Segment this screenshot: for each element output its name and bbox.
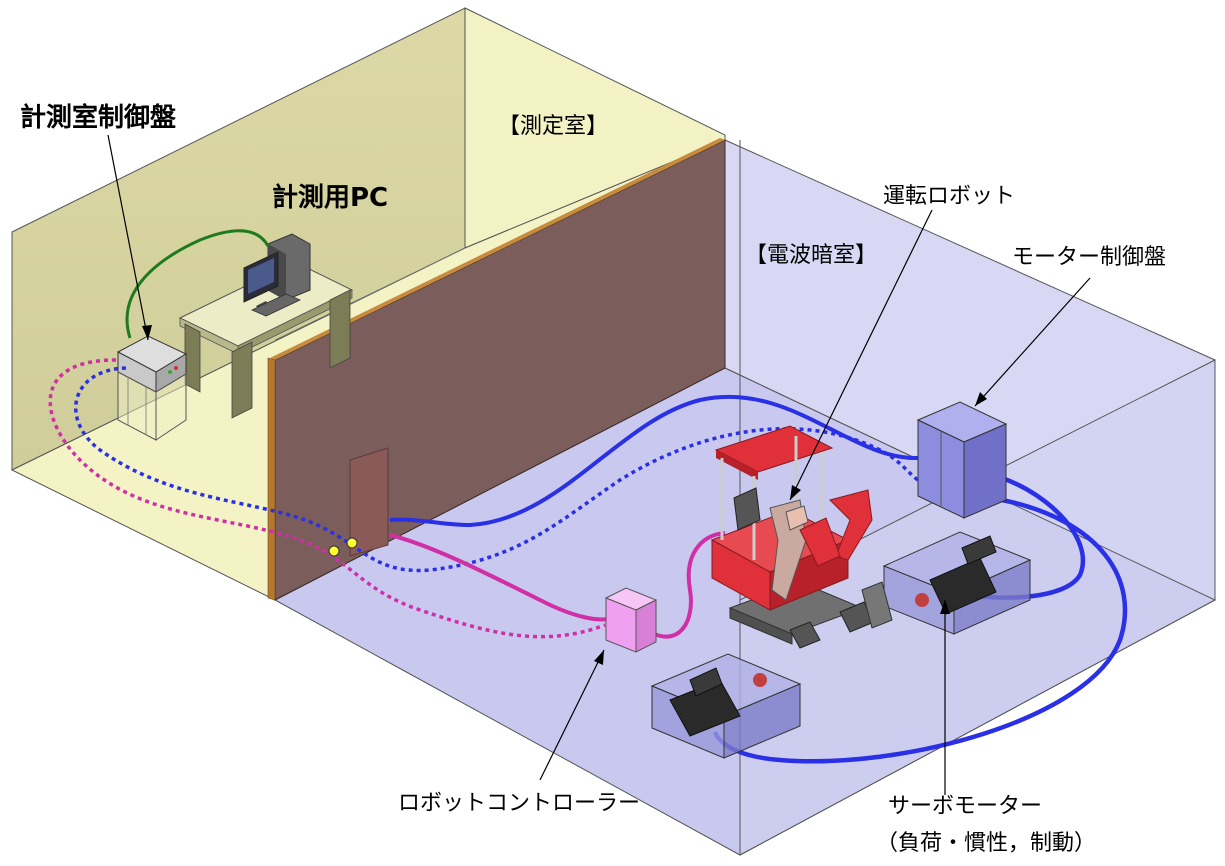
blue-dotted-cable bbox=[74, 366, 920, 573]
servo-motor-lower bbox=[650, 653, 802, 759]
label-driving-robot: 運転ロボット bbox=[883, 184, 1015, 209]
magenta-solid-cable bbox=[389, 533, 613, 622]
magenta-robot-cable bbox=[649, 531, 726, 639]
arrow-robot-controller bbox=[539, 649, 605, 781]
monitor-icon bbox=[243, 251, 279, 311]
arrow-measurement-panel bbox=[107, 134, 149, 341]
blue-motor-loop-2 bbox=[712, 497, 1128, 764]
partition-wall bbox=[267, 138, 726, 601]
robot-controller-box bbox=[604, 587, 658, 653]
label-servo-motor-note: （負荷・慣性，制動） bbox=[876, 831, 1096, 856]
label-anechoic-room: 【電波暗室】 bbox=[745, 243, 877, 268]
label-servo-motor: サーボモーター bbox=[888, 794, 1042, 819]
connector-dot-1 bbox=[328, 545, 340, 557]
label-measurement-room: 【測定室】 bbox=[498, 114, 608, 139]
servo-motor-upper bbox=[861, 531, 1032, 635]
magenta-dotted-cable bbox=[48, 358, 606, 639]
cables bbox=[48, 229, 1128, 764]
canopy-roof bbox=[714, 425, 834, 473]
motor-control-panel bbox=[916, 401, 1008, 519]
keyboard-icon bbox=[251, 293, 301, 317]
connector-dot-2 bbox=[346, 537, 358, 549]
label-measurement-pc: 計測用PC bbox=[272, 182, 388, 213]
blue-solid-cable bbox=[389, 394, 919, 528]
measurement-control-panel bbox=[116, 335, 188, 441]
wall-pass-through-panel bbox=[349, 447, 389, 557]
mini-excavator bbox=[710, 425, 875, 649]
label-measurement-panel: 計測室制御盤 bbox=[20, 102, 177, 133]
leader-lines bbox=[107, 134, 1091, 795]
arrow-motor-panel bbox=[974, 277, 1091, 407]
arrow-driving-robot bbox=[789, 209, 933, 501]
boom-arm bbox=[829, 489, 873, 561]
lan-cable-green bbox=[125, 229, 270, 339]
label-motor-panel: モーター制御盤 bbox=[1012, 245, 1166, 270]
label-robot-controller: ロボットコントローラー bbox=[398, 791, 640, 816]
